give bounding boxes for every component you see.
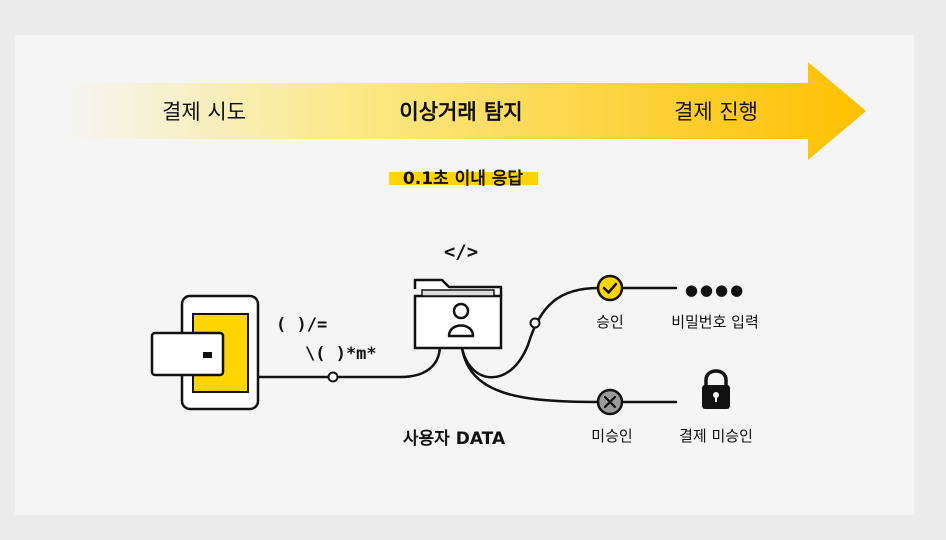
flow-step-fraud-detection: 이상거래 탐지	[399, 100, 522, 124]
device-code-text-1: ( )/=	[276, 315, 327, 335]
flow-step-payment-proceed: 결제 진행	[674, 100, 758, 124]
payment-declined-label: 결제 미승인	[679, 427, 753, 445]
subtitle-highlight	[389, 172, 538, 185]
response-time-subtitle: 0.1초 이내 응답	[403, 169, 524, 189]
password-dots: ●●●●	[685, 281, 745, 299]
code-symbol: </>	[444, 241, 478, 263]
line-node	[529, 317, 541, 329]
phone-payment-icon	[150, 294, 260, 411]
flow-arrow	[65, 62, 866, 160]
approve-label: 승인	[596, 313, 624, 331]
data-to-reject-line	[460, 346, 600, 404]
user-data-folder-icon	[413, 278, 503, 350]
phone-to-data-line	[256, 343, 442, 379]
lock-icon	[702, 369, 730, 409]
password-entry-label: 비밀번호 입력	[671, 313, 759, 331]
user-data-label: 사용자 DATA	[403, 429, 506, 449]
reject-label: 미승인	[591, 427, 632, 445]
data-to-approve-line	[460, 286, 600, 379]
approve-check-icon	[596, 274, 624, 302]
line-node	[327, 371, 339, 383]
flow-step-payment-attempt: 결제 시도	[162, 100, 246, 124]
reject-x-icon	[596, 388, 624, 416]
device-code-text-2: \( )*m*	[305, 344, 377, 364]
